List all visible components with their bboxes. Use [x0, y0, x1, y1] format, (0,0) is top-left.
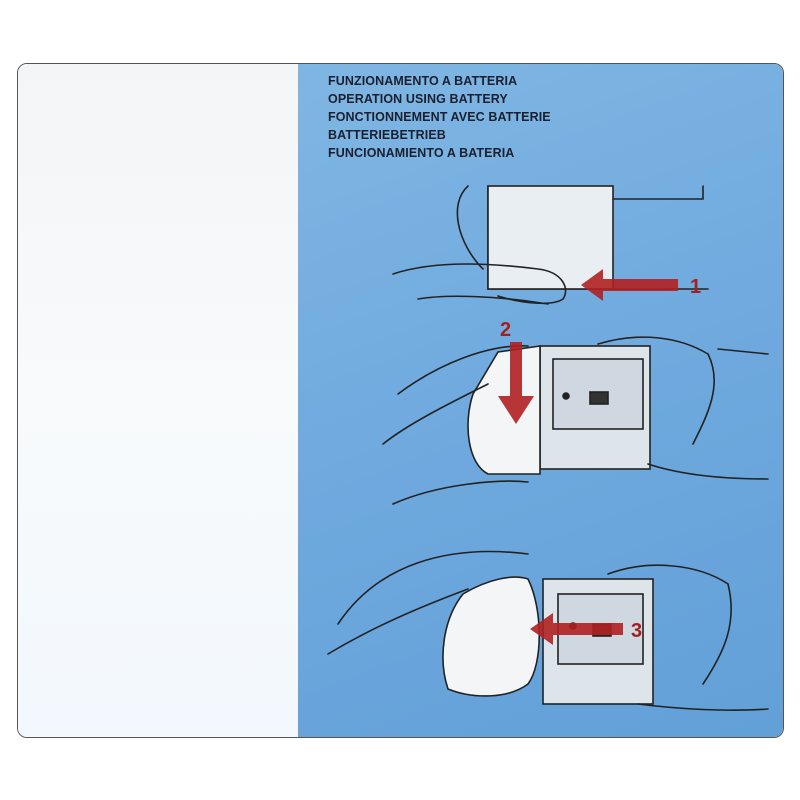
title-italian: FUNZIONAMENTO A BATTERIA	[328, 74, 518, 88]
step-2-illustration	[382, 336, 769, 505]
step-1-illustration	[392, 185, 709, 305]
arrows	[498, 269, 678, 645]
arrow-step-1	[581, 269, 678, 301]
arrow-step-2	[498, 342, 534, 424]
step-3-illustration	[327, 550, 769, 711]
title-german: BATTERIEBETRIEB	[328, 128, 446, 142]
step-number-2: 2	[500, 319, 511, 341]
document-frame: FUNZIONAMENTO A BATTERIA OPERATION USING…	[17, 63, 784, 738]
battery-illustrations: 1 2 3	[327, 185, 769, 711]
blank-left-page	[18, 64, 298, 737]
step-number-1: 1	[690, 276, 701, 298]
section-title: FUNZIONAMENTO A BATTERIA OPERATION USING…	[328, 72, 551, 162]
arrow-step-3	[530, 613, 623, 645]
title-spanish: FUNCIONAMIENTO A BATERIA	[328, 146, 515, 160]
title-french: FONCTIONNEMENT AVEC BATTERIE	[328, 110, 551, 124]
step-number-3: 3	[631, 620, 642, 642]
title-english: OPERATION USING BATTERY	[328, 92, 508, 106]
manual-page: FUNZIONAMENTO A BATTERIA OPERATION USING…	[298, 64, 783, 737]
